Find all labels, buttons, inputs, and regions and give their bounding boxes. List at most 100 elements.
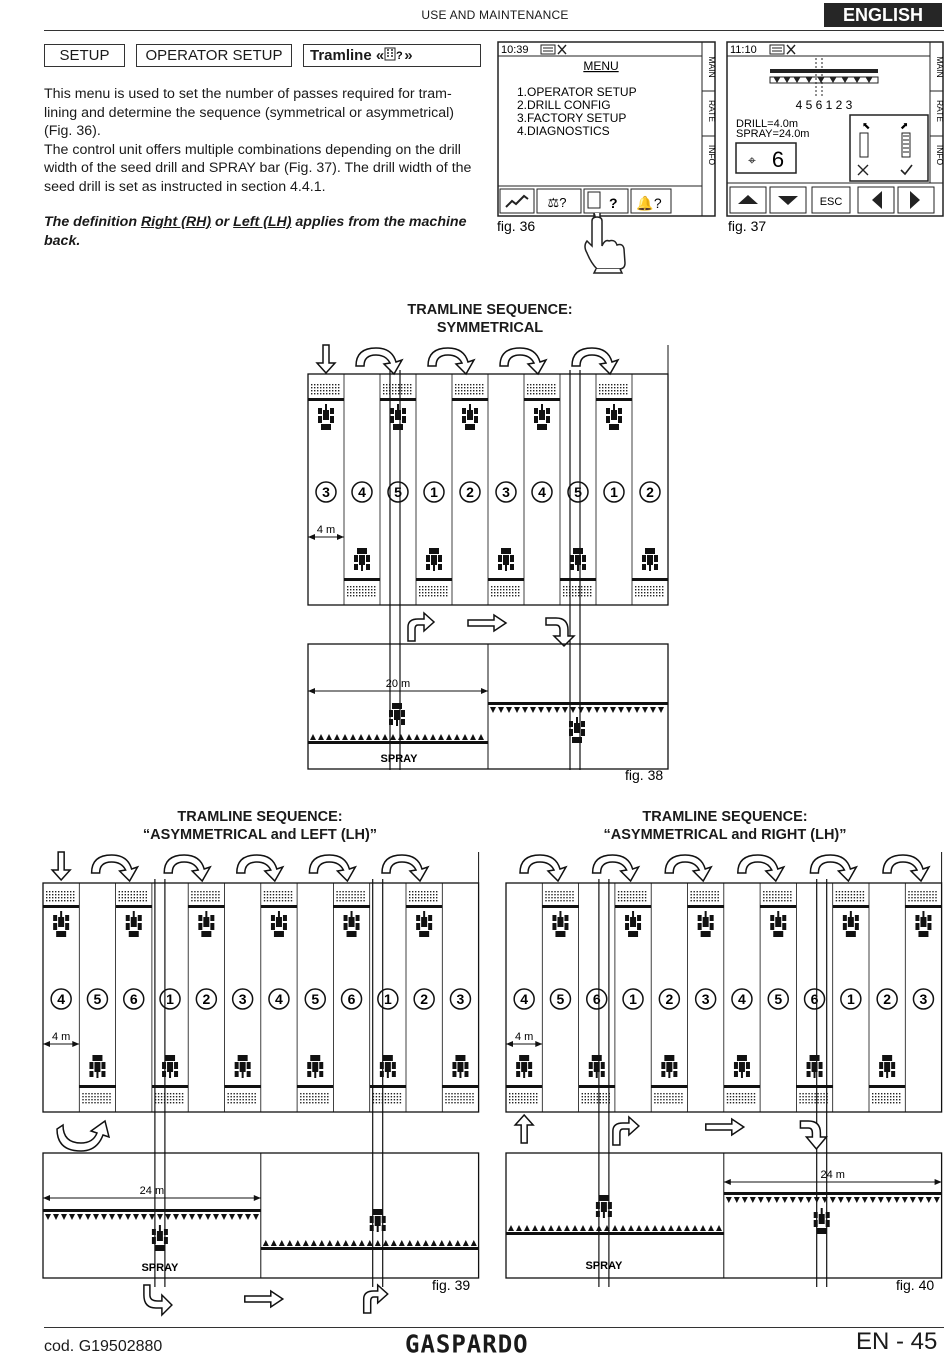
- seed-pattern: [82, 1093, 111, 1104]
- seeder-bar: [308, 398, 344, 401]
- fig38-caption: fig. 38: [625, 767, 663, 783]
- breadcrumb-tramline: Tramline «?»: [303, 44, 481, 67]
- tractor-icon: [697, 911, 714, 937]
- tractor-icon: [806, 1055, 823, 1078]
- seeder-bar: [406, 905, 443, 908]
- seed-pattern: [372, 1093, 402, 1104]
- seed-pattern: [409, 891, 438, 902]
- note-text: applies from the machine back.: [44, 214, 467, 249]
- seed-pattern: [763, 891, 792, 902]
- seed-pattern: [635, 586, 664, 597]
- seeder-bar: [188, 905, 225, 908]
- pass-number: 6: [130, 991, 138, 1007]
- svg-text:?: ?: [609, 195, 618, 211]
- strip-width-label: 4 m: [317, 524, 335, 536]
- pass-number: 6: [593, 991, 601, 1007]
- seed-pattern: [872, 1093, 901, 1104]
- fig37-sequence: 4 5 6 1 2 3: [796, 98, 853, 112]
- pass-number-circle: [639, 481, 661, 503]
- spray-nozzles: [490, 707, 664, 713]
- seed-pattern: [336, 891, 365, 902]
- fig37-tab-main: MAIN: [935, 56, 945, 77]
- fig38-title-line2: SYMMETRICAL: [436, 320, 544, 336]
- tractor-icon: [552, 911, 569, 937]
- breadcrumb-tramline-suffix: »: [404, 47, 413, 64]
- tractor-icon: [595, 1195, 612, 1218]
- fig36-menu-screen: 10:39 MENU 1.OPERATOR SETUP 2.DRILL CONF…: [497, 41, 717, 274]
- seeder-bar: [506, 1085, 543, 1088]
- pass-number-circle: [803, 988, 826, 1010]
- tractor-icon: [462, 404, 478, 430]
- seeder-bar: [43, 905, 80, 908]
- pass-number-circle: [513, 988, 535, 1010]
- pass-number-circle: [459, 481, 481, 503]
- pass-number-circle: [658, 988, 681, 1010]
- fig36-tab-info: INFO: [707, 145, 717, 166]
- note-text: The definition: [44, 214, 141, 230]
- pass-number-circle: [304, 988, 326, 1010]
- pass-number: 2: [420, 991, 428, 1007]
- fig36-time: 10:39: [501, 44, 529, 56]
- turn-arrow-icon: [362, 1283, 389, 1314]
- seeder-bar: [542, 905, 579, 908]
- pass-number-circle: [912, 988, 935, 1010]
- pass-number-circle: [549, 988, 572, 1010]
- seeder-bar: [651, 1085, 688, 1088]
- spray-width-label: 24 m: [820, 1169, 844, 1181]
- tractor-icon: [733, 1055, 750, 1078]
- page-number: EN - 45: [856, 1328, 938, 1355]
- tractor-icon: [270, 911, 287, 937]
- right-arrow-icon: [705, 1117, 746, 1137]
- tractor-icon: [389, 703, 405, 726]
- seed-pattern: [311, 384, 340, 395]
- tractor-icon: [125, 911, 142, 937]
- pass-number-circle: [531, 481, 553, 503]
- seeder-bar: [796, 1085, 833, 1088]
- svg-text:?: ?: [396, 50, 403, 61]
- tractor-icon: [89, 1055, 106, 1078]
- pass-number: 5: [774, 991, 782, 1007]
- tractor-icon: [606, 404, 622, 430]
- fig36-tab-rate: RATE: [707, 100, 717, 122]
- seed-pattern: [563, 586, 592, 597]
- pass-number: 1: [384, 991, 392, 1007]
- note-text: or: [211, 214, 234, 230]
- fig37-esc-button: ESC: [820, 196, 843, 208]
- seed-pattern: [118, 891, 147, 902]
- tramline-icon: ?: [384, 47, 403, 62]
- seed-pattern: [908, 891, 937, 902]
- fig37-tab-info: INFO: [935, 145, 945, 166]
- spray-bar: [506, 1232, 724, 1235]
- pass-number-circle: [123, 988, 145, 1010]
- pass-number: 2: [665, 991, 673, 1007]
- seeder-bar: [115, 905, 152, 908]
- seeder-bar: [524, 398, 560, 401]
- pass-number: 5: [311, 991, 319, 1007]
- fig36-menu-item: 2.DRILL CONFIG: [517, 98, 611, 112]
- pass-number-circle: [586, 988, 608, 1010]
- svg-text:⬈: ⬈: [900, 121, 908, 132]
- tractor-icon: [516, 1055, 533, 1078]
- spray-bar: [488, 702, 668, 705]
- curved-arrow-icon: [355, 347, 404, 376]
- fig40-caption: fig. 40: [896, 1277, 934, 1293]
- pass-number: 1: [430, 484, 438, 500]
- seed-pattern: [599, 384, 628, 395]
- tractor-icon: [354, 548, 370, 571]
- curved-arrow-icon: [519, 854, 568, 883]
- curved-arrow-icon: [591, 854, 641, 883]
- spray-nozzles: [310, 734, 484, 740]
- spray-bar: [260, 1247, 479, 1250]
- curved-arrow-icon: [163, 854, 212, 883]
- svg-text:⚖?: ⚖?: [548, 195, 567, 210]
- note-lh: Left (LH): [233, 214, 292, 230]
- down-arrow-icon: [50, 851, 72, 882]
- seeder-bar: [79, 1085, 116, 1088]
- pass-number-circle: [495, 481, 517, 503]
- seed-pattern: [383, 384, 412, 395]
- description-p2: The control unit offers multiple combina…: [44, 141, 472, 195]
- pass-number-circle: [876, 988, 898, 1010]
- curved-arrow-icon: [737, 854, 786, 883]
- curved-arrow-icon: [427, 347, 476, 376]
